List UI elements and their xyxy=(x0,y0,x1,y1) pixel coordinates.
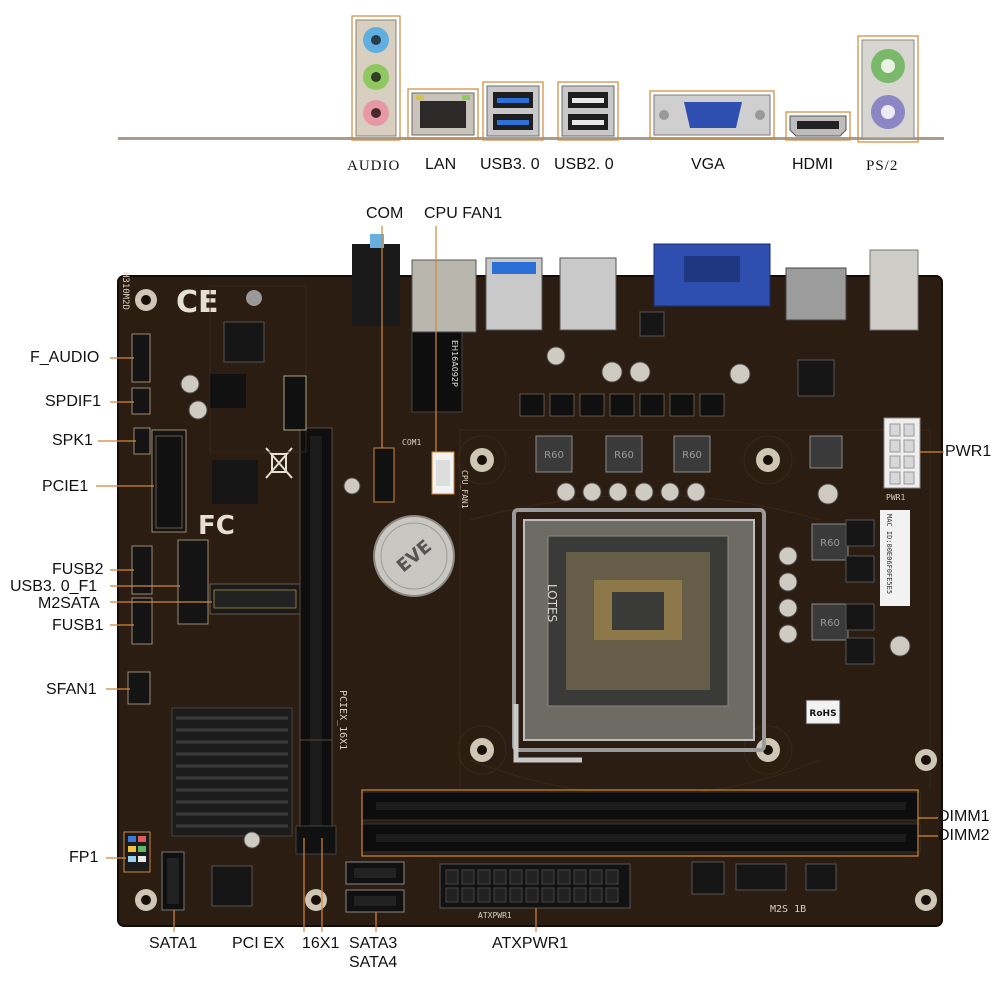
pcie16-silk: PCIEX_16X1 xyxy=(337,690,348,750)
callout-16x1: 16X1 xyxy=(302,935,340,952)
svg-text:R60: R60 xyxy=(820,538,840,549)
sata3-sata4-connectors xyxy=(345,861,405,913)
svg-text:ATXPWR1: ATXPWR1 xyxy=(478,911,512,920)
svg-text:FC: FC xyxy=(198,511,235,541)
io-label-lan: LAN xyxy=(425,156,457,173)
chipset-heatsink xyxy=(171,707,293,837)
cpu-fan1-silk: CPU_FAN1 xyxy=(460,470,469,509)
svg-text:R60: R60 xyxy=(820,618,840,629)
ce-mark-icon: CE xyxy=(176,285,219,320)
callout-sata1: SATA1 xyxy=(149,935,198,952)
board-rear-io xyxy=(352,234,919,333)
callout-fusb2: FUSB2 xyxy=(52,561,104,578)
io-panel xyxy=(118,15,944,143)
cpu-fan-header xyxy=(431,451,455,495)
lan-chip: EH16A092P xyxy=(411,331,463,413)
callout-sfan1: SFAN1 xyxy=(46,681,97,698)
audio-codec-area xyxy=(209,285,307,504)
callout-cpu-fan1: CPU FAN1 xyxy=(424,205,503,222)
usb2-ports xyxy=(561,85,615,137)
misc-ics xyxy=(211,311,875,907)
callout-lines xyxy=(96,226,944,932)
callout-pwr1: PWR1 xyxy=(945,443,992,460)
io-label-hdmi: HDMI xyxy=(792,156,833,173)
bottom-code-silk: M2S 1B xyxy=(770,904,806,915)
pcb-board: CE FC H310M2D xyxy=(117,234,943,927)
io-label-audio: AUDIO xyxy=(347,158,401,174)
hdmi-port xyxy=(789,115,847,137)
fc-mark-icon: FC xyxy=(198,511,235,541)
weee-bin-icon xyxy=(265,447,293,479)
callout-usb3-f1: USB3. 0_F1 xyxy=(10,578,98,595)
io-label-ps2: PS/2 xyxy=(866,158,899,174)
svg-text:R60: R60 xyxy=(614,450,634,461)
pcie-x16-slot xyxy=(295,427,337,855)
mounting-holes xyxy=(135,289,937,911)
callout-spk1: SPK1 xyxy=(52,432,93,449)
cmos-battery-icon: EVE xyxy=(373,515,455,597)
callout-pci-ex: PCI EX xyxy=(232,935,285,952)
lan-port xyxy=(411,92,475,136)
front-panel-header xyxy=(123,831,151,873)
atxpwr1-connector: ATXPWR1 xyxy=(439,863,631,920)
callout-fusb1: FUSB1 xyxy=(52,617,104,634)
rohs-logo: RoHS xyxy=(805,699,841,725)
vrm-area: R60 R60 R60 R60 R60 xyxy=(180,346,911,849)
callout-pcie1: PCIE1 xyxy=(42,478,89,495)
m2-slot xyxy=(209,583,301,615)
pwr1-connector: PWR1 xyxy=(883,417,921,502)
callout-sata4: SATA4 xyxy=(349,954,398,971)
callout-dimm2: DIMM2 xyxy=(938,827,990,844)
svg-text:CE: CE xyxy=(176,285,219,320)
io-label-usb2: USB2. 0 xyxy=(554,156,614,173)
vga-port xyxy=(653,94,771,136)
callout-spdif1: SPDIF1 xyxy=(45,393,102,410)
callout-sata3: SATA3 xyxy=(349,935,398,952)
io-label-usb3: USB3. 0 xyxy=(480,156,540,173)
callout-m2sata: M2SATA xyxy=(38,595,100,612)
ps2-port xyxy=(861,39,915,139)
callout-atxpwr1: ATXPWR1 xyxy=(492,935,569,952)
svg-text:EH16A092P: EH16A092P xyxy=(450,340,459,387)
svg-text:RoHS: RoHS xyxy=(809,709,836,719)
callout-com: COM xyxy=(366,205,404,222)
io-callout-boxes xyxy=(351,15,919,143)
cpu-socket-icon: LOTES xyxy=(512,508,766,763)
board-model-text: H310M2D xyxy=(120,272,130,310)
callout-dimm1: DIMM1 xyxy=(938,808,990,825)
svg-text:R60: R60 xyxy=(682,450,702,461)
sata1-connector xyxy=(161,851,185,911)
usb3-ports xyxy=(486,85,540,137)
com1-silk: COM1 xyxy=(402,438,421,447)
pcie-x1-slot xyxy=(155,435,183,529)
com-header xyxy=(373,447,395,503)
callout-fp1: FP1 xyxy=(69,849,99,866)
svg-text:R60: R60 xyxy=(544,450,564,461)
svg-text:LOTES: LOTES xyxy=(545,584,559,622)
callout-f-audio: F_AUDIO xyxy=(30,349,100,366)
svg-text:MAC ID:00E06F0FE5E5: MAC ID:00E06F0FE5E5 xyxy=(885,514,893,594)
audio-jacks xyxy=(355,19,397,137)
io-label-vga: VGA xyxy=(691,156,725,173)
mac-id-label: MAC ID:00E06F0FE5E5 xyxy=(880,510,910,606)
svg-text:PWR1: PWR1 xyxy=(886,493,905,502)
dimm-slots xyxy=(361,789,921,857)
